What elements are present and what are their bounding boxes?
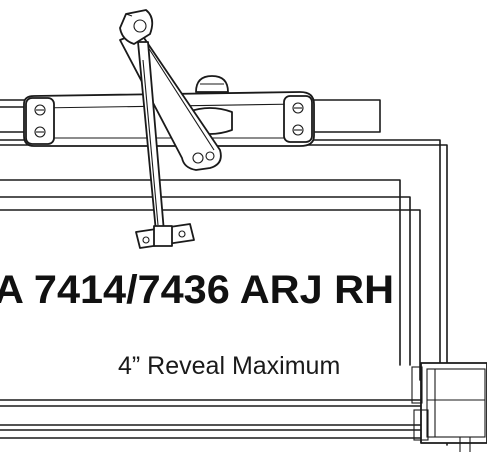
reveal-note: 4” Reveal Maximum <box>118 352 340 380</box>
model-title: A 7414/7436 ARJ RH <box>0 268 394 312</box>
hinge-section <box>411 362 487 452</box>
shoe-bracket <box>135 223 195 249</box>
